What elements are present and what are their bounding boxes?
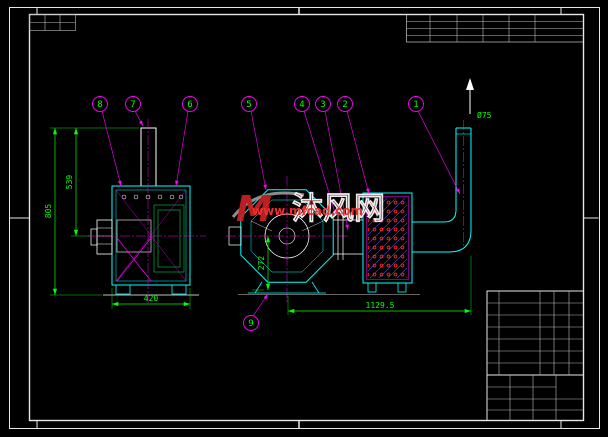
balloon-number: 4 bbox=[299, 100, 304, 110]
flow-arrow bbox=[466, 78, 474, 114]
dim-label: 1129.5 bbox=[366, 301, 395, 310]
balloon-6: 6 bbox=[175, 96, 198, 187]
balloon-3: 3 bbox=[315, 96, 349, 231]
balloon-number: 3 bbox=[320, 100, 325, 110]
dim-label: 805 bbox=[44, 204, 53, 219]
stack-outline bbox=[140, 127, 157, 187]
watermark-site: www.mfcad.com bbox=[252, 204, 363, 218]
foot bbox=[171, 284, 187, 295]
octagon-housing bbox=[240, 189, 334, 283]
dimension-stack-height: 539 bbox=[65, 128, 90, 237]
balloon-4: 4 bbox=[294, 96, 337, 217]
tube-box-outline bbox=[362, 192, 413, 284]
watermark-swoosh bbox=[231, 191, 305, 218]
dimension-overall-length: 1129.5 bbox=[287, 256, 472, 315]
tube-grid bbox=[368, 198, 407, 278]
watermark-logo: M bbox=[236, 189, 272, 230]
outlet-pipe bbox=[412, 120, 472, 253]
watermark-brand: 沐风网 bbox=[292, 191, 385, 227]
projection-symbol-box bbox=[29, 14, 76, 31]
dimension-mid-height: 272 bbox=[252, 236, 271, 291]
foot bbox=[115, 284, 131, 295]
balloon-number: 5 bbox=[246, 100, 251, 110]
dim-label: 539 bbox=[65, 175, 74, 190]
dim-label: 272 bbox=[257, 256, 266, 271]
side-view bbox=[226, 176, 349, 302]
balloon-8: 8 bbox=[92, 96, 122, 187]
watermark: M 沐风网 www.mfcad.com bbox=[231, 189, 385, 230]
leg bbox=[397, 282, 407, 293]
balloon-5: 5 bbox=[241, 96, 267, 191]
balloon-1: 1 bbox=[408, 96, 461, 195]
dimension-total-height: 805 bbox=[44, 127, 139, 296]
balloon-number: 2 bbox=[342, 100, 347, 110]
balloon-number: 1 bbox=[413, 100, 418, 110]
front-view bbox=[88, 119, 206, 303]
title-block bbox=[486, 290, 584, 421]
revision-table bbox=[406, 14, 584, 43]
balloon-number: 6 bbox=[187, 100, 192, 110]
motor-outline bbox=[96, 219, 113, 255]
dimension-pipe-diameter: Ø75 bbox=[477, 110, 492, 120]
dim-label: 420 bbox=[144, 294, 159, 303]
balloon-number: 8 bbox=[97, 100, 102, 110]
arrowhead bbox=[466, 78, 474, 90]
balloon-number: 7 bbox=[130, 100, 135, 110]
dimension-base-width: 420 bbox=[111, 288, 191, 309]
tube-box-view bbox=[238, 192, 420, 295]
balloon-9: 9 bbox=[243, 293, 269, 331]
balloon-7: 7 bbox=[125, 96, 144, 127]
leg bbox=[367, 282, 377, 293]
sheet-frame bbox=[9, 7, 600, 429]
balloon-2: 2 bbox=[337, 96, 370, 195]
dim-label: Ø75 bbox=[477, 110, 492, 120]
balloon-number: 9 bbox=[248, 319, 253, 329]
duct-connector bbox=[333, 214, 363, 260]
